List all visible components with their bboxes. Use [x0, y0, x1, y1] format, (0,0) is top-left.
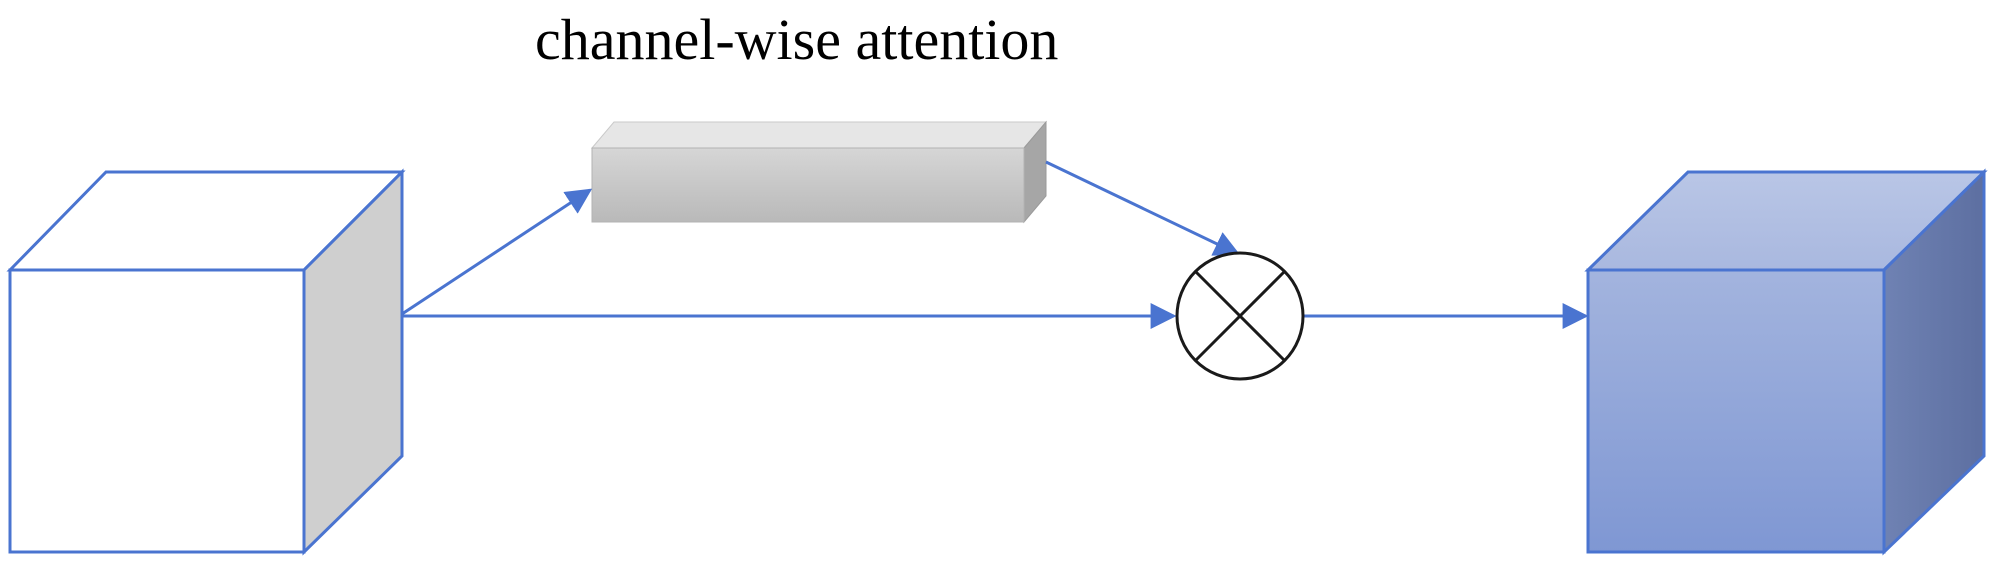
edges — [401, 160, 1589, 329]
attention-bar-top — [590, 121, 1048, 149]
multiply-operator — [1175, 251, 1305, 381]
output-cube-front — [1586, 268, 1886, 554]
attention-bar — [590, 120, 1048, 224]
input-cube — [6, 168, 406, 556]
title-text: channel-wise attention — [535, 7, 1059, 72]
edge-attention-to-multiply — [1045, 160, 1241, 256]
attention-bar-front — [591, 147, 1025, 223]
multiply-cross-2 — [1193, 269, 1287, 363]
diagram-title: channel-wise attention — [0, 0, 1170, 80]
input-cube-front — [8, 268, 306, 554]
edge-input-to-attention — [401, 188, 593, 316]
output-cube — [1584, 168, 1988, 556]
